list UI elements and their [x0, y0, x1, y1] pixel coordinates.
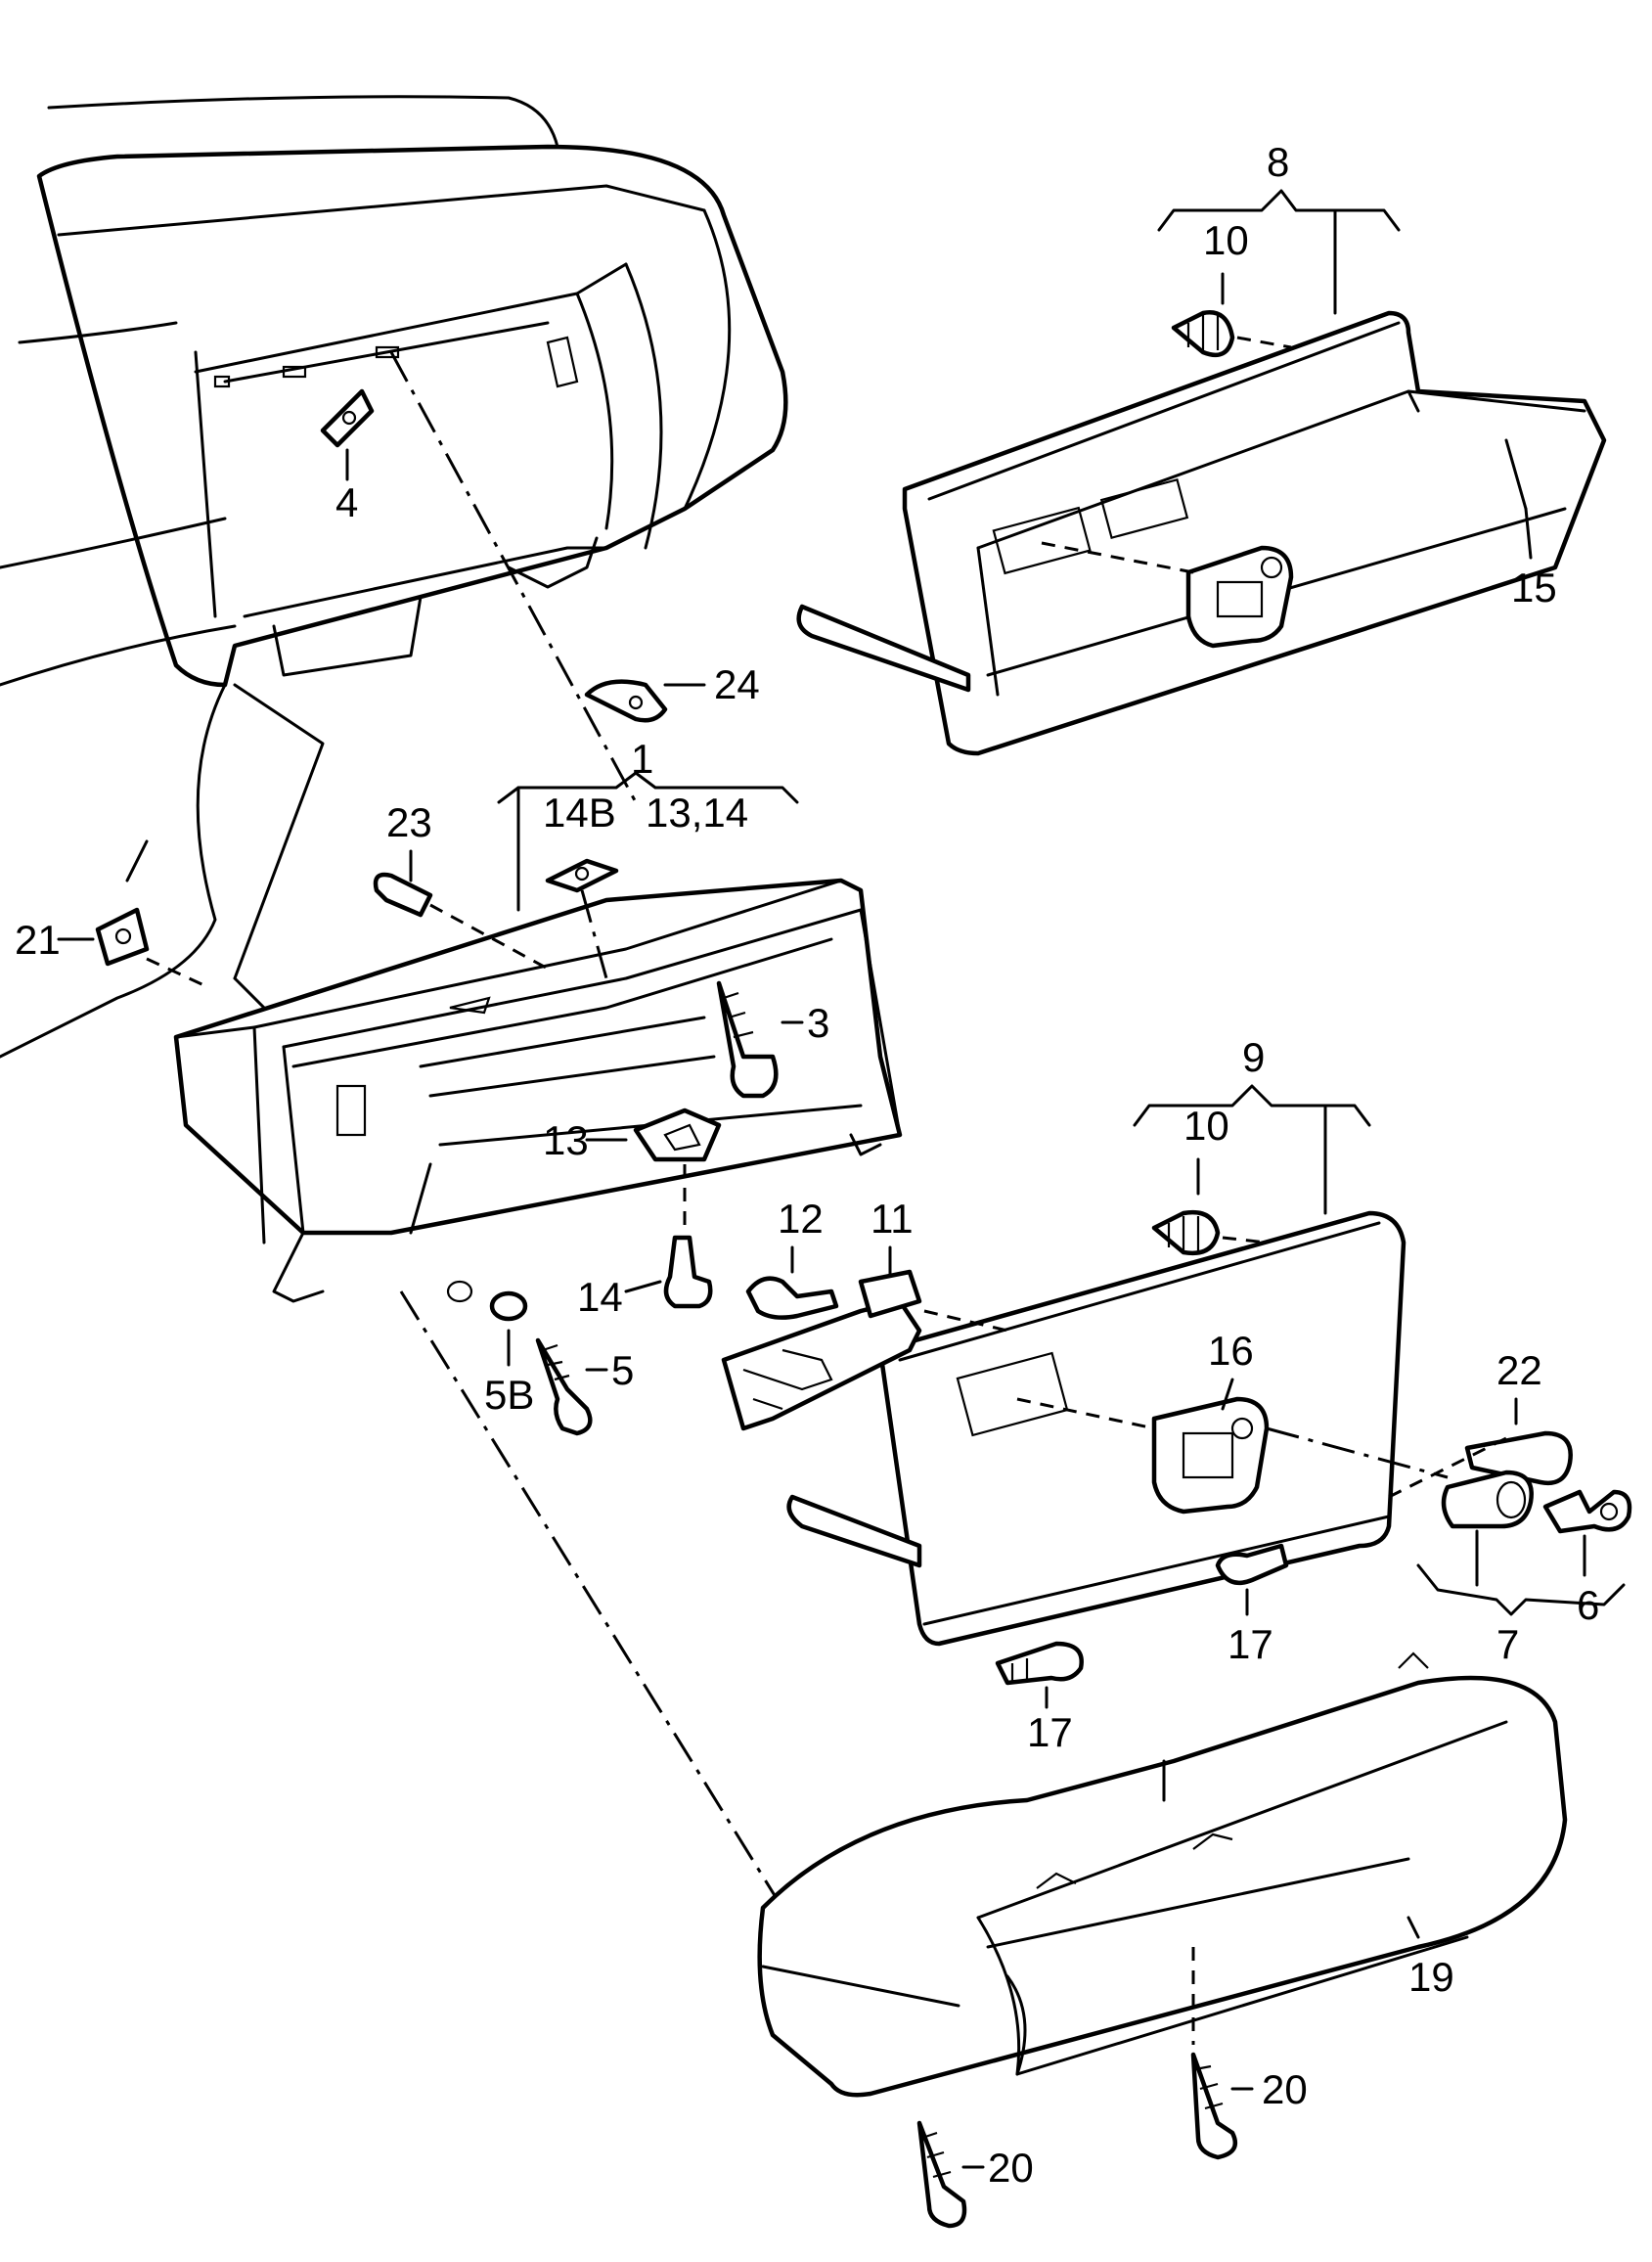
part-5-screw: 5 [535, 1337, 634, 1436]
part-11-latch: 11 [721, 1196, 1008, 1431]
callout-20a: 20 [1262, 2066, 1308, 2112]
part-14b-nut [545, 858, 619, 979]
callout-3: 3 [807, 1000, 829, 1046]
part-12-screw: 12 [745, 1196, 839, 1320]
part-1-glovebox-housing: 1 14B 13,14 [173, 736, 903, 1303]
part-17-stop-left: 17 [995, 1641, 1084, 1755]
dashboard-panel [0, 95, 788, 1059]
part-19-glovebox-shell: 19 [757, 1651, 1568, 2098]
part-20-screw-left: 20 [916, 2120, 1034, 2229]
part-3-screw: 3 [716, 980, 829, 1099]
callout-9: 9 [1242, 1034, 1265, 1080]
callout-20b: 20 [988, 2145, 1034, 2191]
callout-21: 21 [15, 917, 61, 963]
callout-4: 4 [335, 479, 358, 525]
part-22-pin: 22 [1464, 1347, 1573, 1486]
part-7-lock-set: 6 7 [1266, 1426, 1632, 1667]
callout-22: 22 [1496, 1347, 1542, 1393]
part-17-stop-right: 17 [1215, 1543, 1289, 1667]
callout-23: 23 [386, 799, 432, 845]
callout-17b: 17 [1027, 1709, 1073, 1755]
callout-16: 16 [1208, 1328, 1254, 1374]
callout-10a: 10 [1203, 217, 1249, 263]
part-14-bolt: 14 [577, 1235, 713, 1320]
part-5b-washer: 5B [484, 1290, 534, 1418]
callout-11: 11 [871, 1196, 914, 1242]
part-21-clip: 21 [15, 907, 211, 990]
callout-12: 12 [778, 1196, 824, 1242]
callout-5: 5 [611, 1347, 634, 1393]
part-9-glovebox-lid-assembly: 9 10 16 [786, 1034, 1406, 1647]
callout-5b: 5B [484, 1372, 534, 1418]
callout-17a: 17 [1228, 1621, 1273, 1667]
part-24-bracket: 24 [584, 661, 760, 723]
part-13-clip: 13 [543, 1108, 722, 1233]
callout-19: 19 [1408, 1954, 1454, 2000]
callout-10b: 10 [1183, 1103, 1229, 1149]
part-4-clip: 4 [320, 388, 375, 525]
callout-14b: 14B [543, 790, 616, 836]
callout-1: 1 [631, 736, 653, 782]
callout-13-14: 13,14 [646, 790, 748, 836]
callout-8: 8 [1267, 139, 1289, 185]
callout-7: 7 [1496, 1621, 1519, 1667]
assembly-line-1 [389, 351, 638, 803]
callout-24: 24 [714, 661, 760, 707]
part-23-bulb: 23 [373, 799, 549, 971]
callout-13: 13 [543, 1117, 589, 1163]
part-20-screw-right: 20 [1190, 2052, 1308, 2160]
callout-6: 6 [1577, 1582, 1599, 1628]
part-8-glovebox-lid-assembly: 8 10 15 [796, 139, 1607, 756]
callout-14: 14 [577, 1274, 623, 1320]
callout-15: 15 [1511, 565, 1557, 611]
